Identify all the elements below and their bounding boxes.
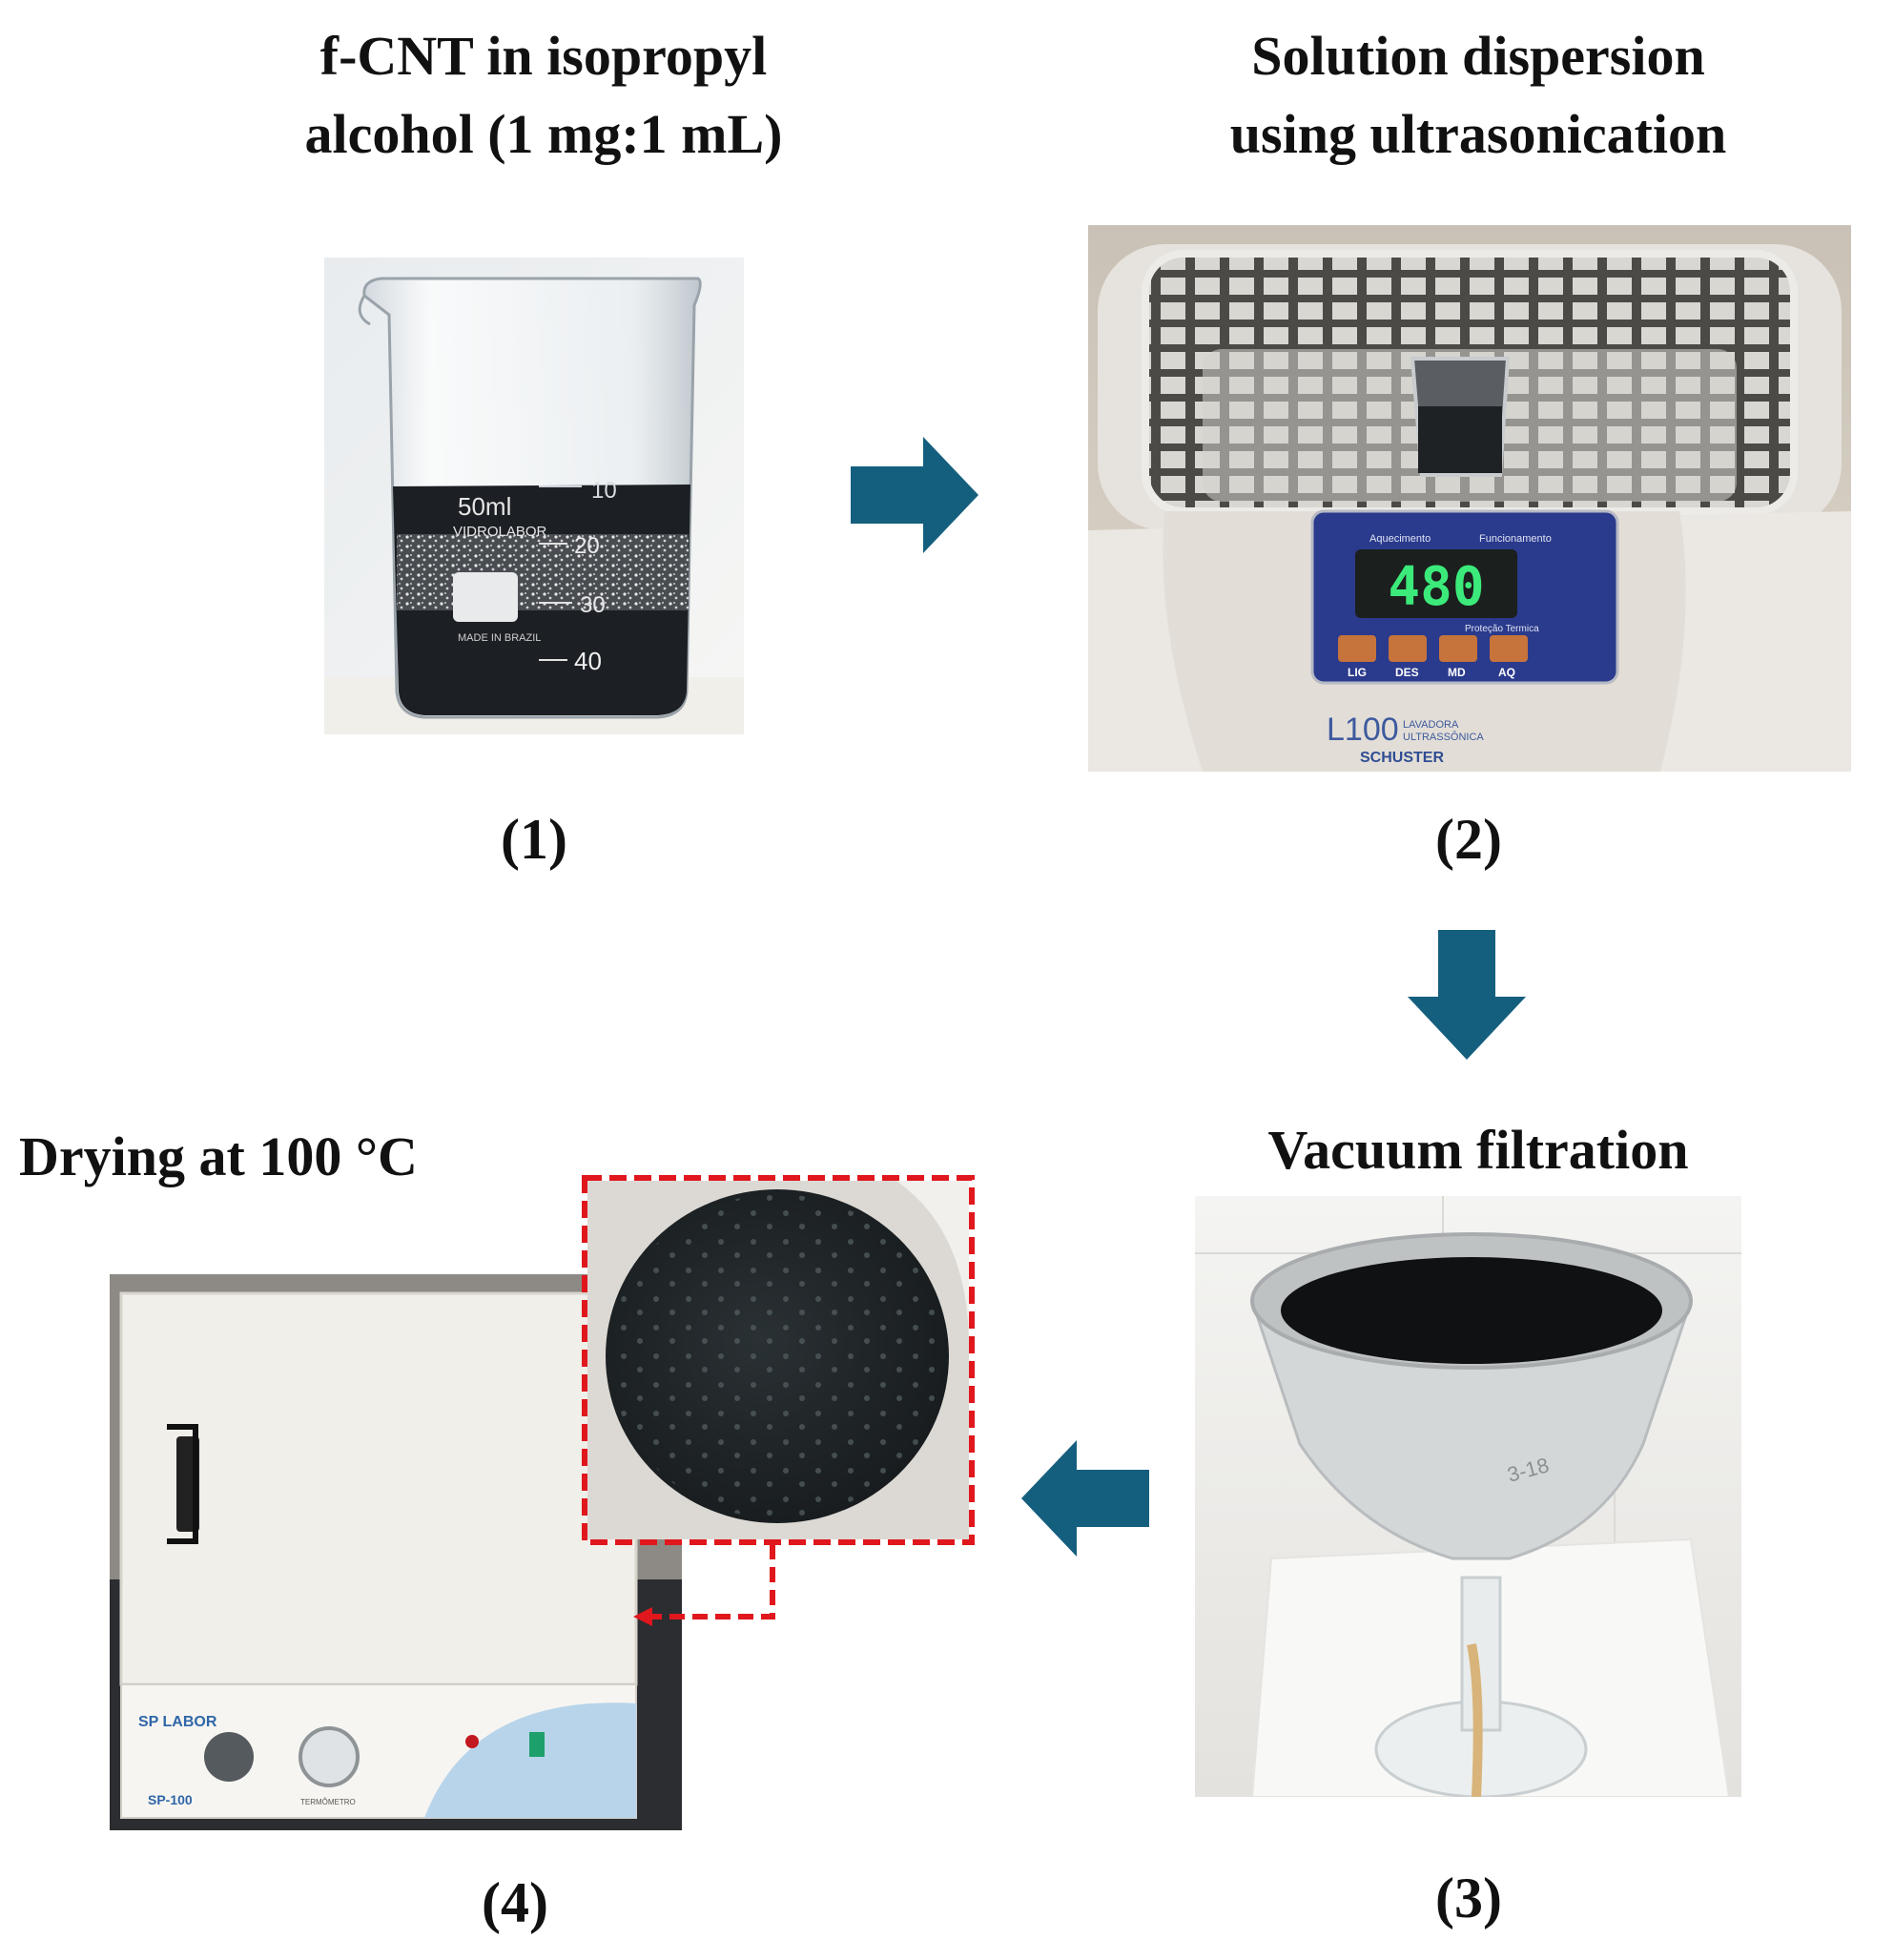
beaker-mark-40: 40	[574, 647, 602, 675]
bath-button-label-md: MD	[1448, 666, 1466, 679]
arrow-down-step2-to-step3	[1408, 930, 1526, 1060]
oven-model: SP-100	[148, 1792, 193, 1807]
bath-display	[1355, 549, 1517, 618]
inset-dashed-border	[582, 1175, 975, 1545]
bath-button-des[interactable]	[1389, 635, 1427, 662]
panel-caption: Proteção Termica	[1465, 624, 1539, 634]
step1-title-line1: f-CNT in isopropyl	[319, 25, 768, 87]
step2-title: Solution dispersion using ultrasonicatio…	[1125, 17, 1831, 174]
step3-title-text: Vacuum filtration	[1267, 1119, 1689, 1181]
step3-title: Vacuum filtration	[1173, 1111, 1783, 1189]
bath-button-md[interactable]	[1439, 635, 1477, 662]
cnt-film-inset	[582, 1175, 975, 1545]
oven-gauge-label: TERMÔMETRO	[300, 1798, 356, 1806]
inset-connector-arrow	[629, 1542, 782, 1628]
bath-button-label-aq: AQ	[1498, 666, 1515, 679]
bath-button-lig[interactable]	[1338, 635, 1376, 662]
bath-button-label-lig: LIG	[1348, 666, 1367, 679]
step1-title-line2: alcohol (1 mg:1 mL)	[304, 103, 783, 165]
beaker-made-text: MADE IN BRAZIL	[458, 632, 541, 644]
bath-display-value: 480	[1388, 556, 1484, 618]
step4-title-text: Drying at 100 °C	[19, 1125, 418, 1187]
ultrasonic-bath-photo: Aquecimento Funcionamento 480 Proteção T…	[1088, 225, 1851, 772]
step2-title-line2: using ultrasonication	[1229, 103, 1727, 165]
arrow-right-step1-to-step2	[851, 437, 978, 553]
beaker-mark-20: 20	[574, 533, 600, 559]
step4-title: Drying at 100 °C	[19, 1118, 534, 1196]
oven-brand: SP LABOR	[138, 1714, 217, 1730]
bath-model-text: L100	[1327, 712, 1399, 748]
beaker-volume-text: 50ml	[458, 492, 511, 521]
vacuum-filtration-photo: 3-18	[1195, 1196, 1741, 1797]
step1-title: f-CNT in isopropyl alcohol (1 mg:1 mL)	[219, 17, 868, 174]
beaker-mark-10: 10	[591, 478, 617, 504]
beaker-brand-text: VIDROLABOR	[453, 524, 547, 540]
beaker-photo: 50ml VIDROLABOR MADE IN BRAZIL 10 20 30 …	[324, 258, 744, 734]
step2-label: (2)	[1435, 808, 1502, 871]
panel-heading-right: Funcionamento	[1479, 533, 1552, 545]
step4-label: (4)	[482, 1871, 548, 1934]
drying-oven-photo: SP LABOR SP-100 TERMÔMETRO	[110, 1274, 682, 1830]
step3-label: (3)	[1435, 1867, 1502, 1929]
bath-button-aq[interactable]	[1490, 635, 1528, 662]
cnt-filter-cake	[1281, 1257, 1662, 1364]
dispersion-band	[397, 534, 689, 610]
panel-heading-left: Aquecimento	[1369, 533, 1431, 545]
oven-power-switch[interactable]	[529, 1732, 545, 1757]
oven-pilot-light	[465, 1735, 479, 1748]
bath-brand-line2: ULTRASSÔNICA	[1403, 731, 1484, 743]
arrow-left-step3-to-step4	[1021, 1440, 1149, 1557]
bath-button-label-des: DES	[1395, 666, 1419, 679]
bath-brand-line1: LAVADORA	[1403, 719, 1459, 731]
bath-brand-name: SCHUSTER	[1360, 750, 1444, 766]
beaker-mark-30: 30	[580, 592, 606, 618]
step1-label: (1)	[501, 808, 567, 871]
oven-temperature-knob[interactable]	[204, 1732, 254, 1782]
step2-title-line1: Solution dispersion	[1251, 25, 1705, 87]
